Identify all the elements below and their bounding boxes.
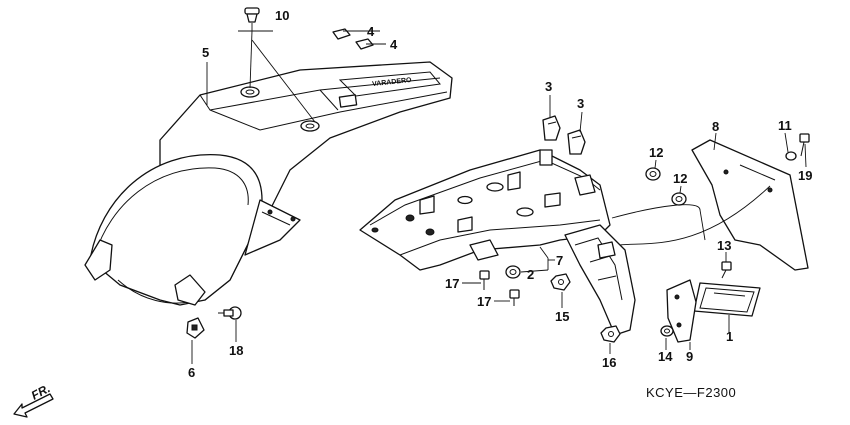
callout-3: 3 [577,96,584,111]
bolt-part-18 [218,306,242,320]
rear-frame-part-7 [359,149,636,336]
rear-fender-part-5: VARADERO [84,61,453,306]
callout-17: 17 [477,294,491,309]
bolt-part-19 [799,133,810,157]
front-direction-arrow: FR. [13,381,54,418]
bolt-part-17 [479,270,520,306]
callout-2: 2 [527,267,534,282]
bracket-part-9 [666,279,697,343]
callout-19: 19 [798,168,812,183]
nut-part-4 [332,28,374,50]
callout-7: 7 [556,253,563,268]
callout-5: 5 [202,45,209,60]
callout-10: 10 [275,8,289,23]
washer-part-11 [785,151,797,161]
callout-16: 16 [602,355,616,370]
bolt-part-13 [721,261,732,279]
fender-logo: VARADERO [372,77,413,88]
callout-9: 9 [686,349,693,364]
nut-part-16 [600,325,621,343]
callout-6: 6 [188,365,195,380]
clip-nut-part-6 [186,317,205,339]
callout-8: 8 [712,119,719,134]
callout-12: 12 [673,171,687,186]
reflector-part-1 [693,282,761,317]
callout-3: 3 [545,79,552,94]
plate-bracket-part-8 [691,139,809,271]
callout-13: 13 [717,238,731,253]
nut-part-15 [550,273,571,291]
callout-4: 4 [367,24,375,39]
grommet-part-12 [645,167,687,206]
clip-part-3 [542,115,586,155]
collar-part-2 [505,265,521,279]
bolt-part-10 [238,7,273,32]
callout-11: 11 [778,118,792,133]
callout-17: 17 [445,276,459,291]
callout-18: 18 [229,343,243,358]
callout-1: 1 [726,329,733,344]
callout-numbers: 10 4 4 5 3 3 12 12 8 11 19 13 7 2 17 17 … [188,8,812,380]
leader-lines [191,30,807,364]
callout-4: 4 [390,37,398,52]
callout-15: 15 [555,309,569,324]
callout-14: 14 [658,349,673,364]
callout-12: 12 [649,145,663,160]
diagram-code: KCYE—F2300 [646,385,736,400]
nut-part-14 [660,325,674,337]
